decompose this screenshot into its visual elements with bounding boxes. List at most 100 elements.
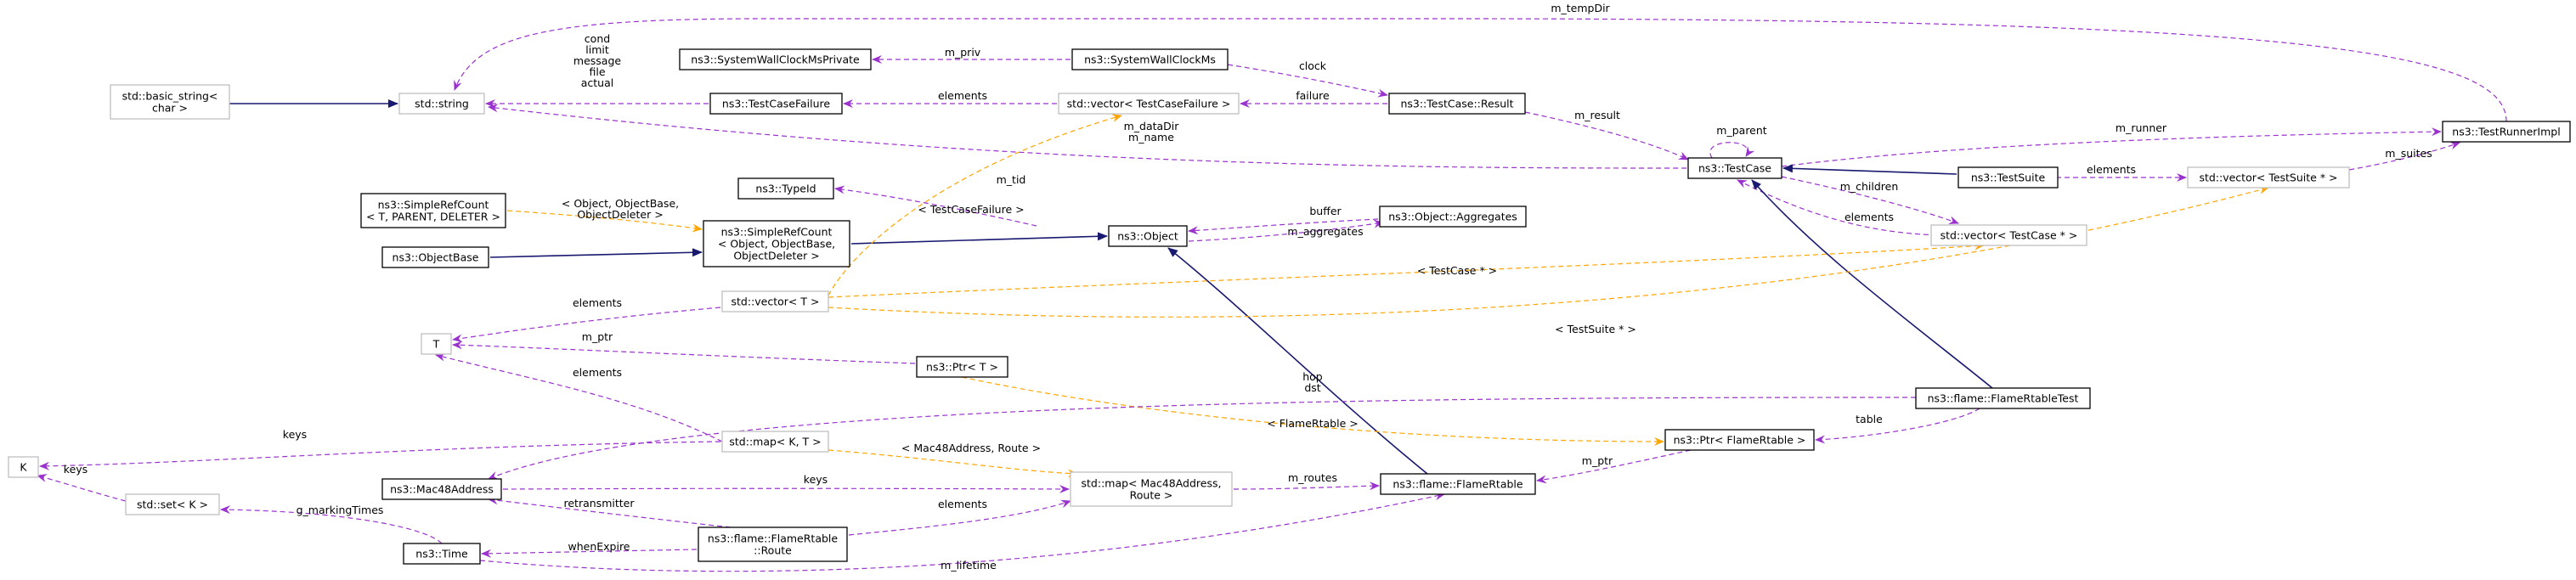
node-label: std::vector< TestCase * > xyxy=(1940,229,2078,242)
node-aggregates[interactable]: ns3::Object::Aggregates xyxy=(1379,206,1527,228)
edge-aggregates-to-object xyxy=(1188,218,1379,235)
node-simplerefcount[interactable]: ns3::SimpleRefCount< Object, ObjectBase,… xyxy=(703,220,850,267)
node-set-k[interactable]: std::set< K > xyxy=(125,493,220,515)
node-box xyxy=(1930,224,2087,246)
edge-label: hop xyxy=(1302,370,1323,383)
node-box xyxy=(1664,429,1815,451)
node-label: std::vector< TestSuite * > xyxy=(2199,172,2337,184)
node-wallclock[interactable]: ns3::SystemWallClockMs xyxy=(1071,48,1229,70)
node-box xyxy=(1108,225,1188,247)
edge-label: < TestCase * > xyxy=(1417,264,1497,277)
node-label: ns3::Ptr< T > xyxy=(926,361,998,374)
node-box xyxy=(698,527,848,562)
edge-testcase-to-flametest xyxy=(1751,179,1993,389)
node-box xyxy=(1379,206,1527,228)
edge-label: whenExpire xyxy=(568,540,630,553)
edge-label: m_lifetime xyxy=(941,559,997,572)
node-k[interactable]: K xyxy=(8,456,39,478)
node-flamertable[interactable]: ns3::flame::FlameRtable xyxy=(1380,473,1536,495)
node-objectbase[interactable]: ns3::ObjectBase xyxy=(381,246,489,268)
edge-label: elements xyxy=(2087,163,2136,176)
node-box xyxy=(721,290,829,313)
node-box xyxy=(421,333,452,355)
node-label: ns3::Ptr< FlameRtable > xyxy=(1674,434,1806,447)
node-string[interactable]: std::string xyxy=(398,93,485,115)
node-object[interactable]: ns3::Object xyxy=(1108,225,1188,247)
edge-label: actual xyxy=(581,76,614,89)
edge-wallclock-to-testcase_result xyxy=(1227,64,1388,98)
edge-mac48-to-flametest xyxy=(488,397,1917,480)
node-label: ns3::ObjectBase xyxy=(393,251,479,264)
node-vector-failure[interactable]: std::vector< TestCaseFailure > xyxy=(1058,93,1240,115)
edge-simplerefcount-to-object xyxy=(850,232,1108,245)
node-testsuite[interactable]: ns3::TestSuite xyxy=(1957,166,2059,189)
node-time[interactable]: ns3::Time xyxy=(403,543,481,565)
node-simplerefcount-t[interactable]: ns3::SimpleRefCount< T, PARENT, DELETER … xyxy=(360,193,506,228)
node-map-mac[interactable]: std::map< Mac48Address,Route > xyxy=(1070,471,1233,507)
edge-label: table xyxy=(1856,413,1883,425)
node-flametest[interactable]: ns3::flame::FlameRtableTest xyxy=(1915,387,2091,409)
edge-label: elements xyxy=(1844,211,1894,223)
node-wallclock-private[interactable]: ns3::SystemWallClockMsPrivate xyxy=(679,48,872,70)
edge-label: elements xyxy=(573,296,622,309)
node-label: ns3::Mac48Address xyxy=(390,483,494,496)
node-mac48[interactable]: ns3::Mac48Address xyxy=(381,478,502,500)
node-vector-suite[interactable]: std::vector< TestSuite * > xyxy=(2187,166,2350,189)
edge-typeid-to-object xyxy=(834,185,1037,227)
edge-label: dst xyxy=(1304,381,1320,394)
edge-t-to-vector_t xyxy=(452,307,721,343)
node-label: ns3::TestCase xyxy=(1698,162,1771,175)
node-basic-string[interactable]: std::basic_string<char > xyxy=(110,84,230,120)
node-testrunner[interactable]: ns3::TestRunnerImpl xyxy=(2442,121,2571,143)
node-label: ns3::SystemWallClockMs xyxy=(1084,53,1216,66)
edge-vector_t-to-vector_failure xyxy=(828,114,1122,296)
node-label: Route > xyxy=(1130,489,1173,502)
edge-vector_t-to-vector_case xyxy=(828,241,1985,298)
node-testcase[interactable]: ns3::TestCase xyxy=(1687,157,1782,179)
node-label: K xyxy=(20,461,27,474)
edge-time-to-route xyxy=(481,549,698,558)
node-box xyxy=(1388,93,1526,115)
node-typeid[interactable]: ns3::TypeId xyxy=(737,177,834,200)
edge-vector_t-to-vector_suite xyxy=(828,186,2269,318)
node-label: ns3::TypeId xyxy=(755,183,816,195)
edge-label: < Mac48Address, Route > xyxy=(901,442,1041,454)
edge-label: failure xyxy=(1296,89,1330,102)
node-route[interactable]: ns3::flame::FlameRtable::Route xyxy=(698,527,848,562)
node-box xyxy=(125,493,220,515)
edge-label: m_name xyxy=(1128,131,1174,144)
edge-label: m_priv xyxy=(945,46,981,59)
node-map-kt[interactable]: std::map< K, T > xyxy=(721,431,829,453)
node-ptr-flame[interactable]: ns3::Ptr< FlameRtable > xyxy=(1664,429,1815,451)
node-box xyxy=(381,246,489,268)
node-box xyxy=(398,93,485,115)
edge-label: elements xyxy=(573,366,622,379)
edge-label: < TestSuite * > xyxy=(1555,323,1636,335)
node-box xyxy=(1058,93,1240,115)
node-box xyxy=(709,93,843,115)
edge-label: m_children xyxy=(1840,180,1899,193)
node-testcase-failure[interactable]: ns3::TestCaseFailure xyxy=(709,93,843,115)
node-label: < Object, ObjectBase, xyxy=(718,238,835,251)
node-testcase-result[interactable]: ns3::TestCase::Result xyxy=(1388,93,1526,115)
edge-ptr_flame-to-flametest xyxy=(1815,408,1980,444)
node-label: ns3::flame::FlameRtable xyxy=(708,532,838,545)
node-vector-t[interactable]: std::vector< T > xyxy=(721,290,829,313)
node-box xyxy=(916,356,1008,378)
node-label: std::map< Mac48Address, xyxy=(1082,477,1222,490)
node-t[interactable]: T xyxy=(421,333,452,355)
edge-k-to-map_kt xyxy=(39,441,721,470)
edge-mac48-to-route xyxy=(488,496,732,528)
edge-label: m_runner xyxy=(2116,121,2167,134)
edge-label: message xyxy=(573,54,621,67)
node-vector-case[interactable]: std::vector< TestCase * > xyxy=(1930,224,2087,246)
edge-label: < TestCaseFailure > xyxy=(918,203,1024,216)
edge-label: keys xyxy=(804,473,828,486)
node-box xyxy=(1380,473,1536,495)
node-box xyxy=(8,456,39,478)
node-ptr-t[interactable]: ns3::Ptr< T > xyxy=(916,356,1008,378)
edge-label: m_suites xyxy=(2385,147,2432,160)
node-box xyxy=(737,177,834,200)
edge-simplerefcount_t-to-simplerefcount xyxy=(506,210,703,233)
node-label: ns3::TestRunnerImpl xyxy=(2452,126,2560,138)
